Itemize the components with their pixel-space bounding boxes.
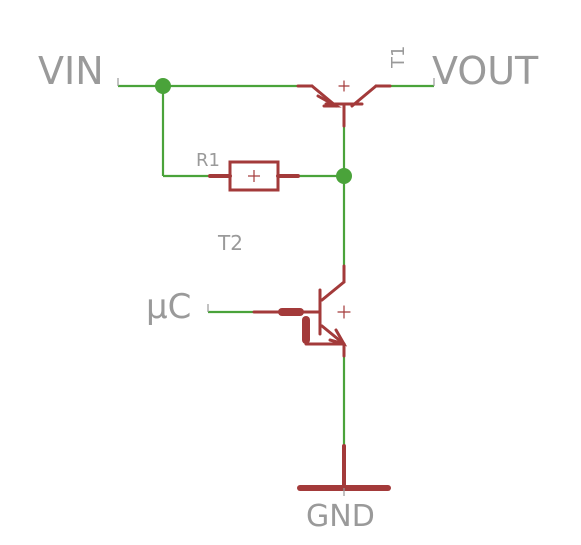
wires — [118, 84, 434, 446]
resistor-r1 — [208, 160, 300, 192]
transistor-t1 — [296, 80, 392, 128]
t2-label: T2 — [217, 231, 243, 255]
transistor-t2 — [252, 264, 351, 358]
vout-label: VOUT — [432, 49, 539, 93]
ground-symbol — [297, 444, 391, 491]
gnd-label: GND — [306, 499, 375, 534]
uc-label: μC — [146, 287, 191, 327]
vin-label: VIN — [38, 49, 104, 93]
junction-dot-base — [336, 168, 352, 184]
r1-label: R1 — [196, 150, 220, 171]
junction-dot-vin — [155, 78, 171, 94]
t1-label: T1 — [388, 46, 409, 69]
